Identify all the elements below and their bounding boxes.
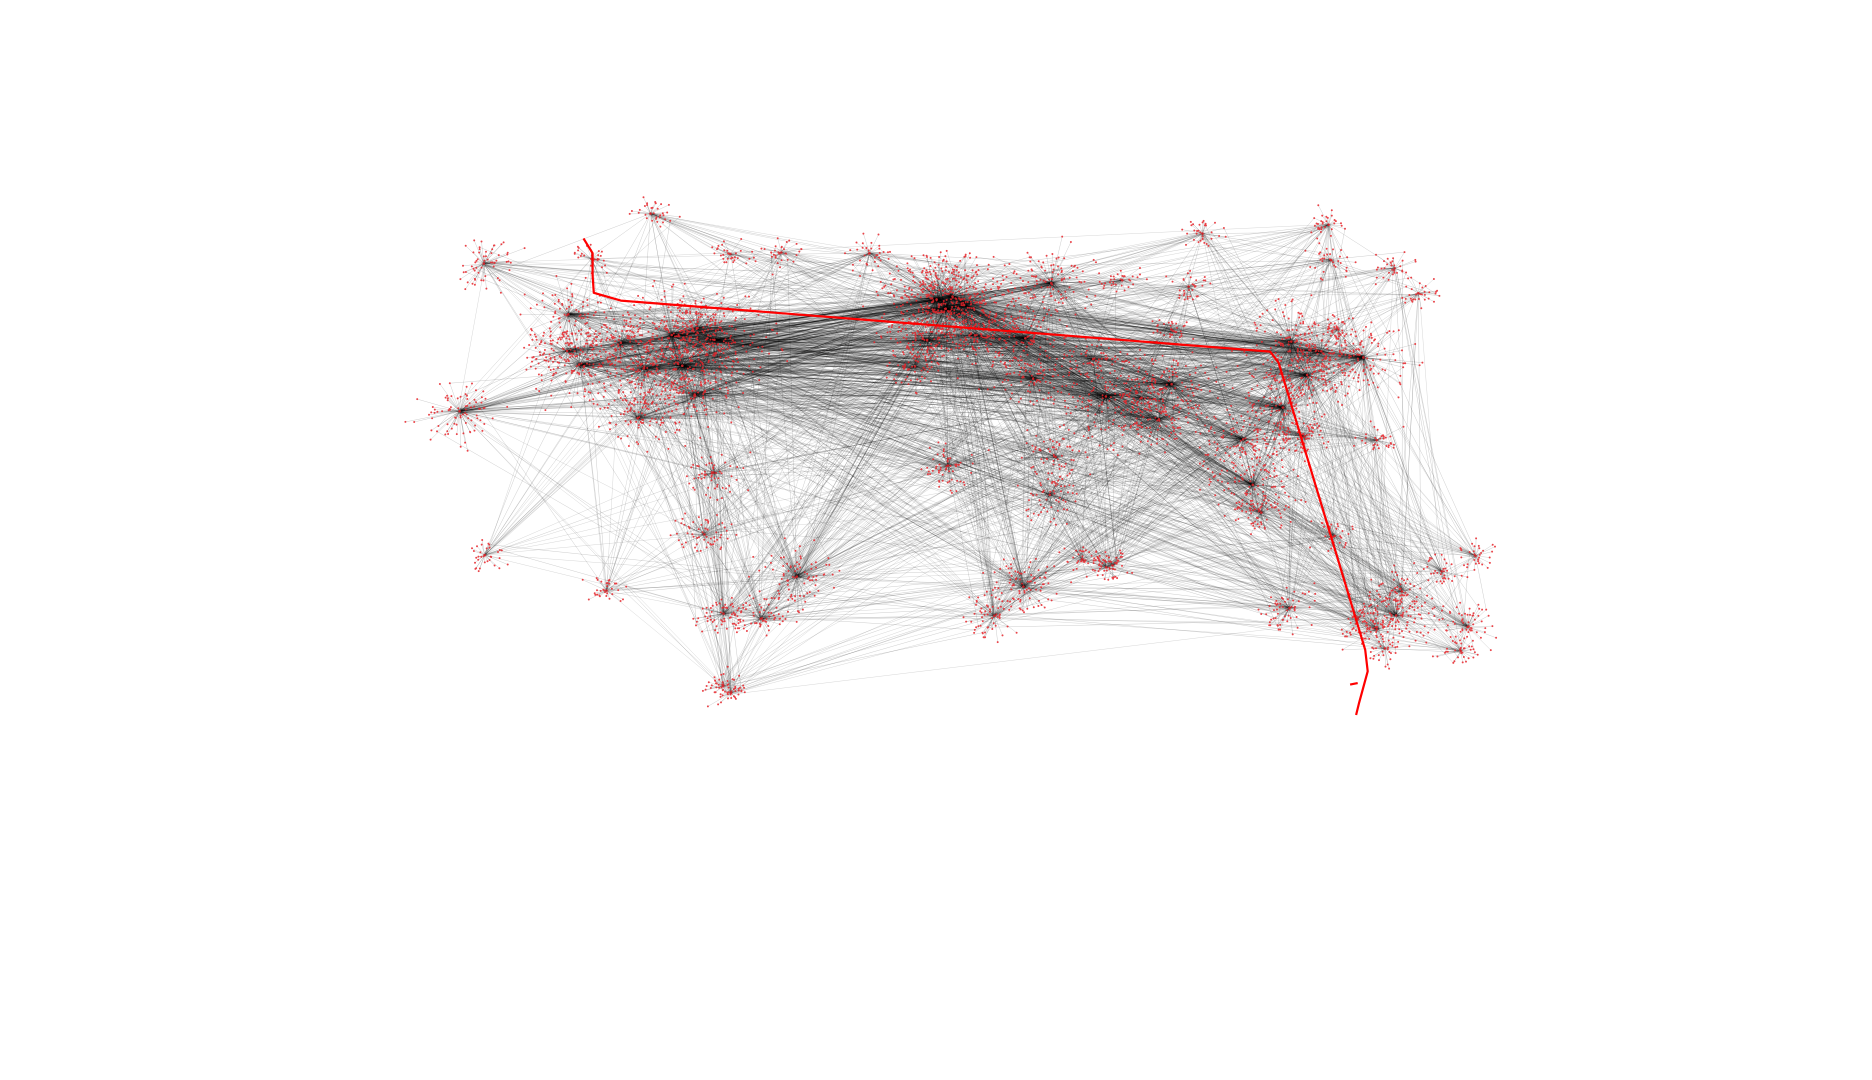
highlighted-path bbox=[582, 237, 1369, 716]
airports-layer bbox=[404, 196, 1498, 708]
highlighted-route-layer bbox=[582, 237, 1369, 716]
highlighted-path-spur bbox=[1349, 682, 1358, 686]
airport-markers bbox=[404, 196, 1498, 708]
